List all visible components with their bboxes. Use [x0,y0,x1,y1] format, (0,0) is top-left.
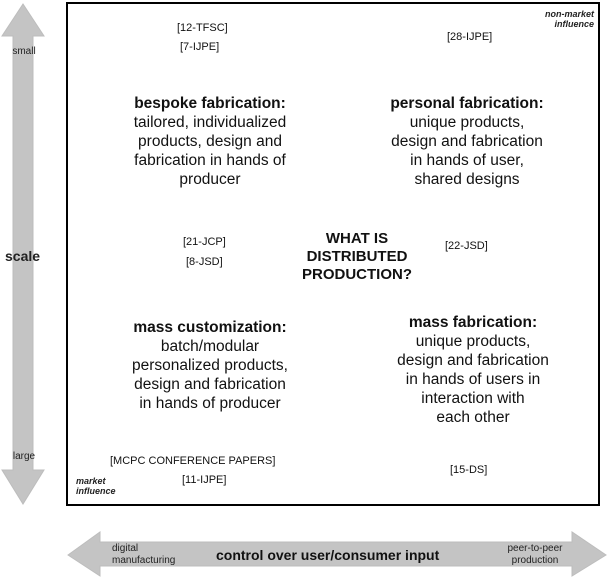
mass-fabrication-description: unique products, design and fabrication … [397,333,549,426]
vertical-scale-arrow [1,3,45,505]
bespoke-fabrication-title: bespoke fabrication: [134,95,286,112]
quadrant-bespoke-fabrication: bespoke fabrication: tailored, individua… [105,94,315,189]
personal-fabrication-title: personal fabrication: [390,95,544,112]
ref-7-ijpe: [7-IJPE] [180,41,220,53]
quadrant-mass-fabrication: mass fabrication: unique products, desig… [368,313,578,427]
bespoke-fabrication-description: tailored, individualized products, desig… [133,114,287,188]
mass-fabrication-title: mass fabrication: [408,314,538,331]
mass-customization-description: batch/modular personalized products, des… [132,338,288,412]
ref-11-ijpe: [11-IJPE] [182,474,227,486]
digital-manufacturing-label: digital manufacturing [112,543,176,566]
control-axis-title: control over user/consumer input [216,547,440,563]
ref-28-ijpe: [28-IJPE] [447,31,493,43]
ref-12-tfsc: [12-TFSC] [177,22,228,34]
peer-to-peer-label: peer-to-peer production [507,543,563,566]
scale-small-label: small [12,46,36,57]
ref-mcpc-conference-papers: [MCPC CONFERENCE PAPERS] [110,455,276,467]
center-question: WHAT IS DISTRIBUTED PRODUCTION? [302,230,412,283]
scale-axis-title: scale [5,248,41,264]
quadrant-personal-fabrication: personal fabrication: unique products, d… [362,94,572,189]
ref-15-ds: [15-DS] [450,464,488,476]
market-influence-label: market influence [76,476,116,496]
quadrant-mass-customization: mass customization: batch/modular person… [100,318,320,413]
mass-customization-title: mass customization: [133,319,287,336]
personal-fabrication-description: unique products, design and fabrication … [391,114,543,188]
ref-21-jcp: [21-JCP] [183,236,226,248]
diagram-frame [66,2,600,506]
scale-large-label: large [12,451,36,462]
ref-8-jsd: [8-JSD] [186,256,223,268]
non-market-influence-label: non-market influence [544,9,594,29]
horizontal-control-arrow [67,531,607,577]
ref-22-jsd: [22-JSD] [445,240,488,252]
